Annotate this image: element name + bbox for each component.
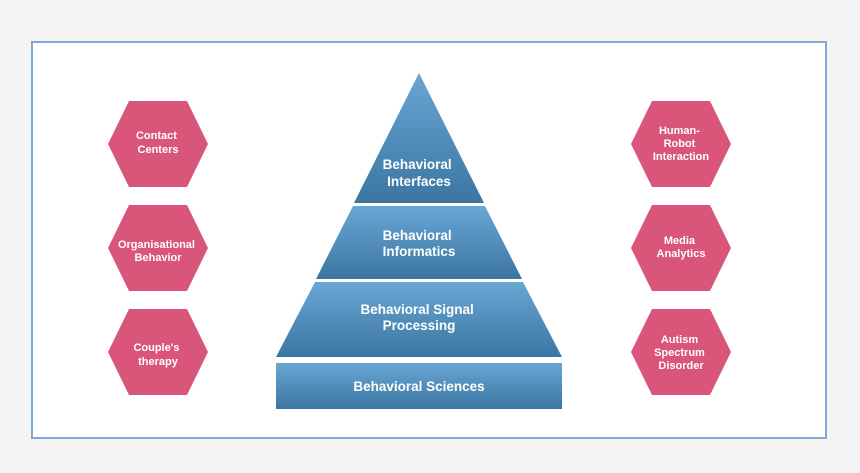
hex-label-line: Spectrum [654, 347, 705, 359]
tier-label-signal-processing: Behavioral Signal Processing [360, 302, 477, 333]
hex-label-line: Centers [138, 144, 179, 156]
hexagon-media-analytics [631, 205, 731, 291]
right-hexagons: Human- Robot Interaction Media Analytics… [631, 101, 731, 395]
hex-label-autism-spectrum-disorder: Autism Spectrum Disorder [654, 334, 708, 372]
hexagon-human-robot-interaction [631, 101, 731, 187]
hex-label-line: Couple's [133, 342, 179, 354]
pyramid-labels: Behavioral Interfaces Behavioral Informa… [353, 157, 484, 394]
hex-label-line: Disorder [658, 360, 704, 372]
tier-label-line: Interfaces [387, 174, 451, 189]
hex-label-couples-therapy: Couple's therapy [133, 342, 182, 368]
pyramid-tier-informatics [316, 206, 522, 279]
hex-label-media-analytics: Media Analytics [657, 235, 706, 260]
tier-label-line: Processing [383, 318, 456, 333]
hex-label-line: Autism [661, 334, 699, 346]
hex-label-line: Organisational [118, 239, 195, 251]
hex-label-line: Media [664, 235, 696, 247]
hex-label-line: Behavior [134, 252, 182, 264]
pyramid-tier-sciences [276, 363, 562, 409]
tier-label-sciences: Behavioral Sciences [353, 379, 484, 394]
tier-label-line: Behavioral [383, 228, 452, 243]
pyramid-tier-interfaces [354, 73, 484, 203]
tier-label-line: Behavioral Sciences [353, 379, 484, 394]
hexagon-autism-spectrum-disorder [631, 309, 731, 395]
hex-label-line: Analytics [657, 248, 706, 260]
tier-label-line: Behavioral [383, 157, 452, 172]
left-hexagons: Contact Centers Organisational Behavior … [108, 101, 208, 395]
tier-label-line: Informatics [383, 244, 456, 259]
hexagon-couples-therapy [108, 309, 208, 395]
hexagon-organisational-behavior [108, 205, 208, 291]
pyramid-tier-signal-processing [276, 282, 562, 357]
hex-label-line: Contact [136, 130, 177, 142]
tier-label-interfaces: Behavioral Interfaces [383, 157, 456, 189]
hexagon-contact-centers [108, 101, 208, 187]
tier-label-line: Behavioral Signal [360, 302, 473, 317]
hex-label-line: Human- [659, 125, 700, 137]
hex-label-line: Interaction [653, 151, 710, 163]
pyramid [276, 73, 562, 409]
hex-label-line: therapy [138, 356, 179, 368]
hex-label-line: Robot [664, 138, 696, 150]
tier-label-informatics: Behavioral Informatics [383, 228, 456, 259]
hex-label-contact-centers: Contact Centers [136, 130, 180, 156]
hex-label-human-robot-interaction: Human- Robot Interaction [653, 125, 710, 163]
hex-label-organisational-behavior: Organisational Behavior [118, 239, 198, 264]
